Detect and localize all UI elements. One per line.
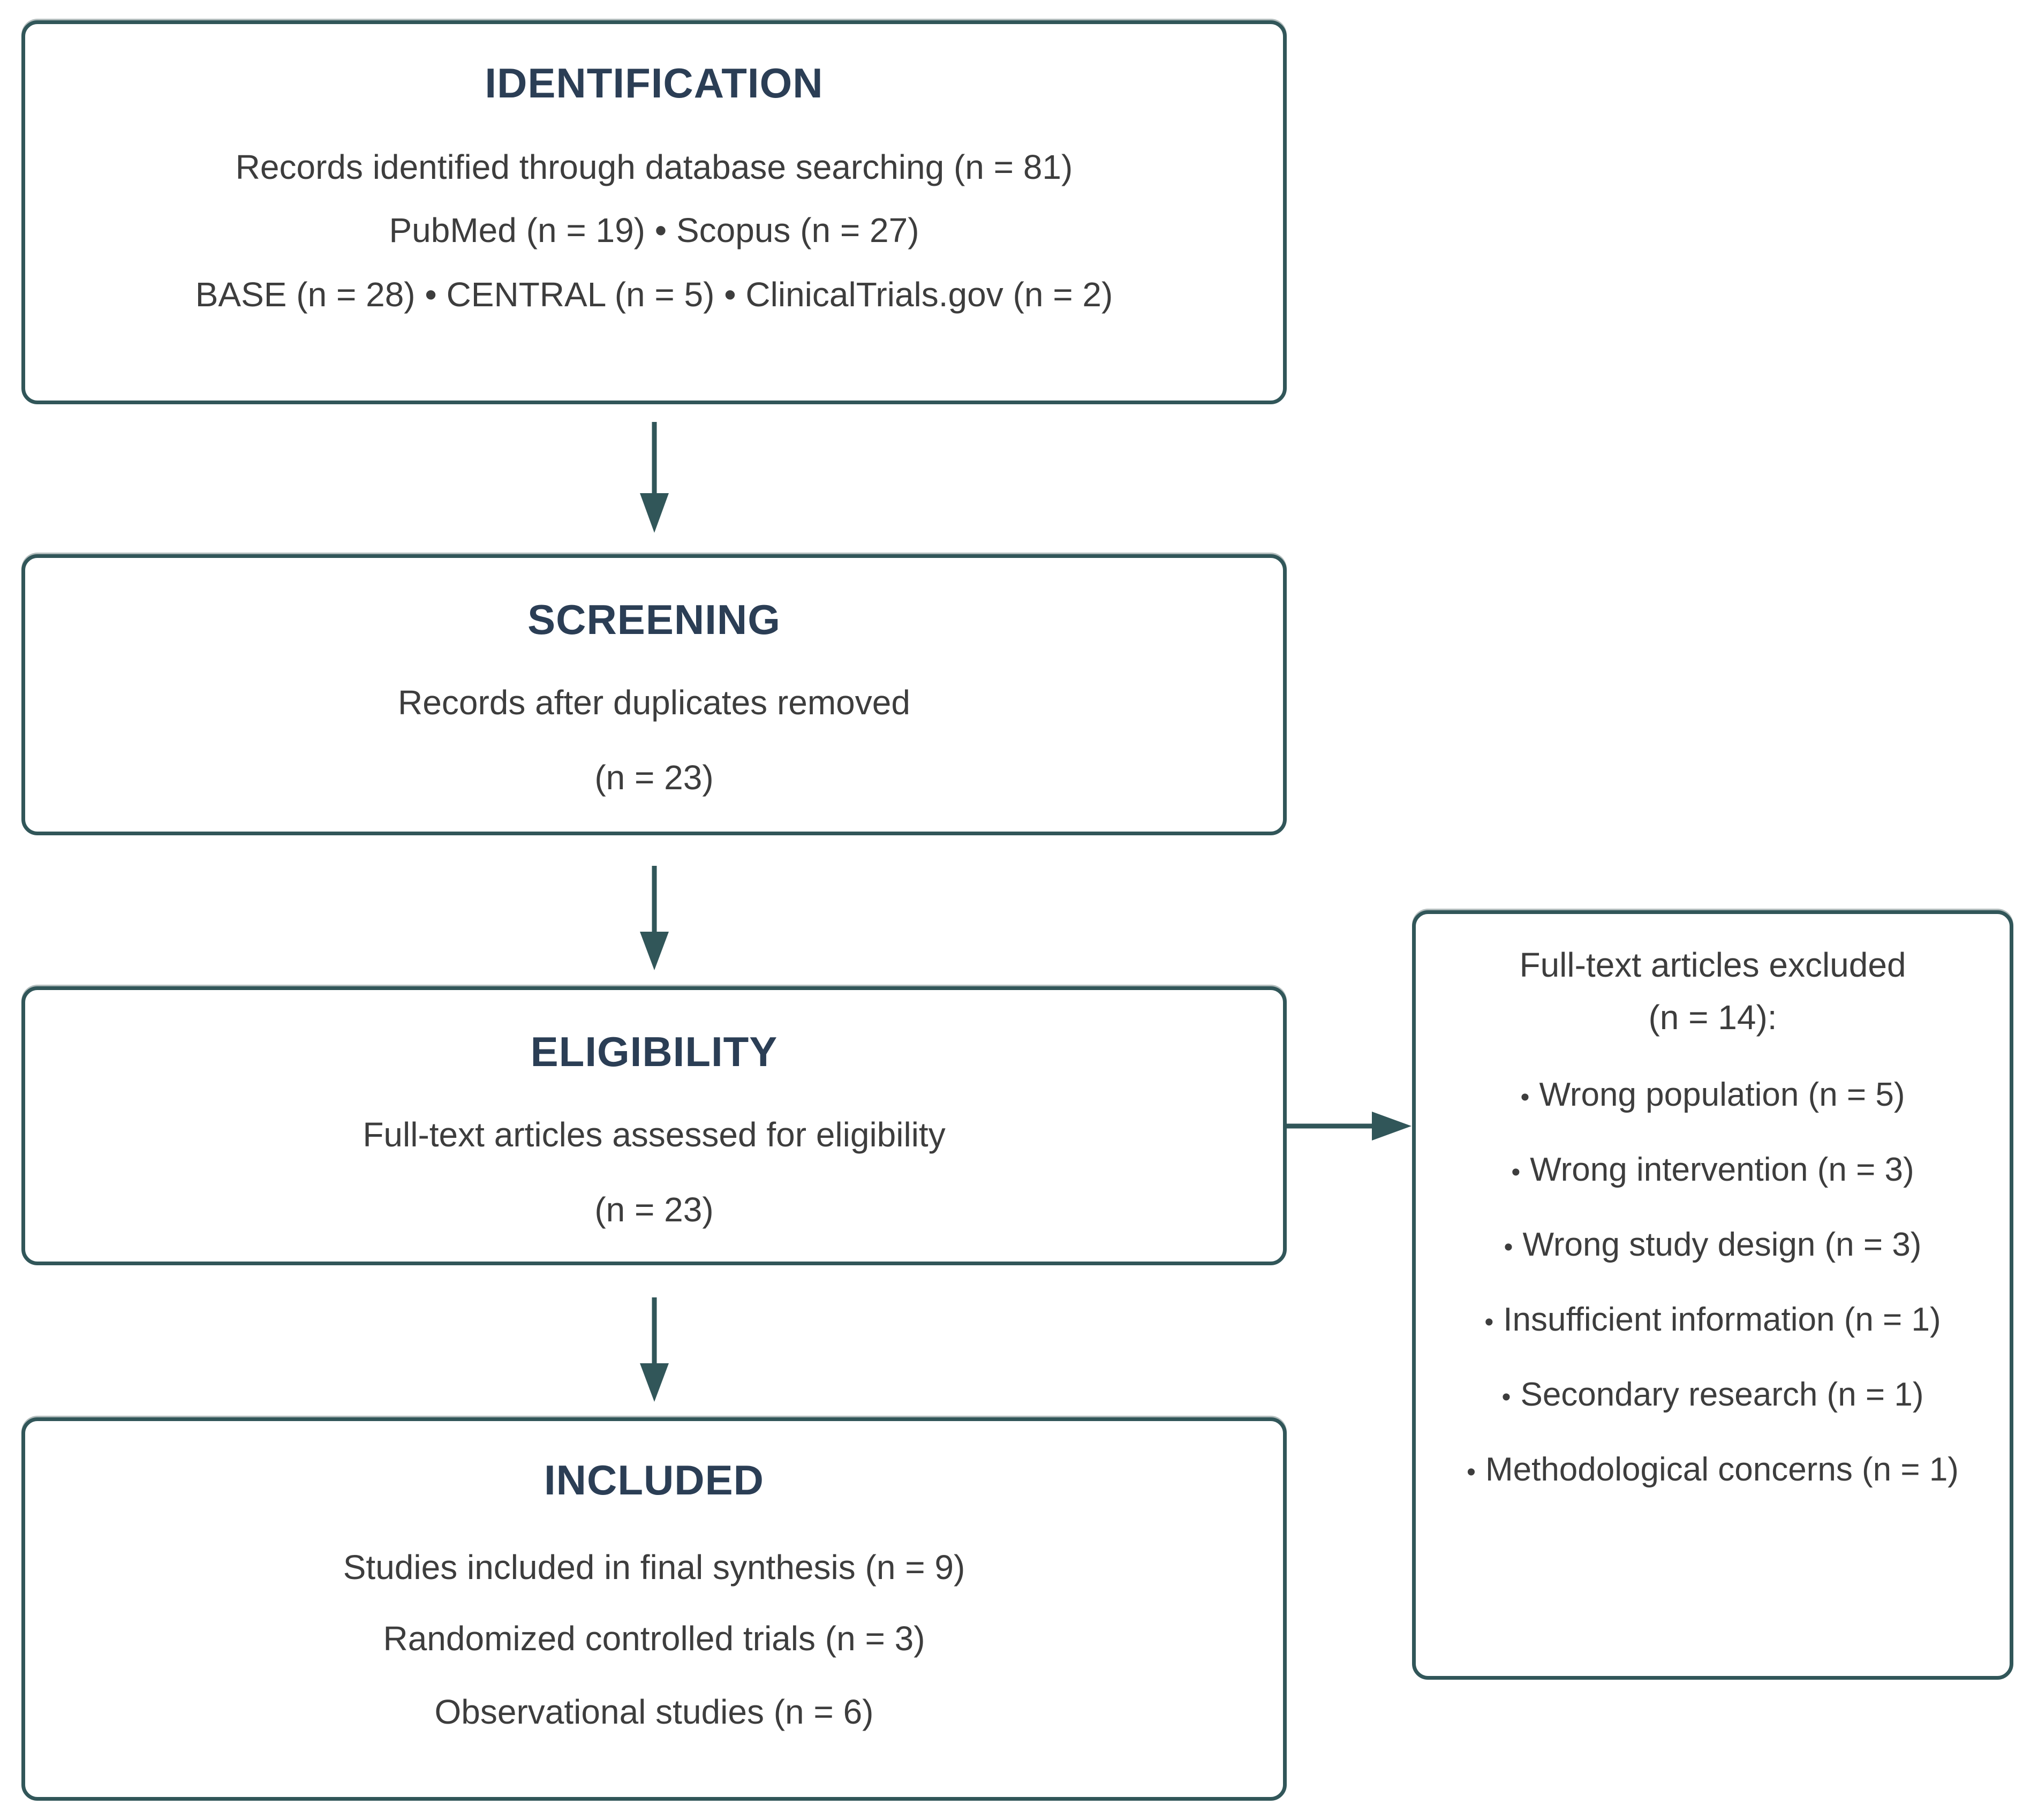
- stage-line: Randomized controlled trials (n = 3): [383, 1619, 925, 1658]
- stage-title-identification: IDENTIFICATION: [485, 59, 824, 107]
- stage-line: (n = 23): [594, 758, 714, 797]
- arrow-eligibility-to-included: [640, 1297, 669, 1402]
- exclusion-box: Full-text articles excluded (n = 14): Wr…: [1412, 910, 2013, 1680]
- arrow-identification-to-screening: [640, 422, 669, 533]
- stage-box-identification: IDENTIFICATION Records identified throug…: [21, 20, 1287, 404]
- exclusion-item: Wrong population (n = 5): [1416, 1076, 2010, 1116]
- stage-line: Records after duplicates removed: [398, 683, 910, 722]
- stage-line: Studies included in final synthesis (n =…: [343, 1548, 965, 1587]
- stage-line: Observational studies (n = 6): [434, 1693, 874, 1731]
- exclusion-item: Secondary research (n = 1): [1416, 1376, 2010, 1416]
- stage-line: PubMed (n = 19) • Scopus (n = 27): [389, 211, 919, 250]
- stage-title-screening: SCREENING: [527, 596, 781, 643]
- arrow-eligibility-to-excluded: [1287, 1112, 1411, 1141]
- stage-box-screening: SCREENING Records after duplicates remov…: [21, 554, 1287, 835]
- stage-line: (n = 23): [594, 1190, 714, 1229]
- stage-title-included: INCLUDED: [544, 1456, 764, 1504]
- stage-box-eligibility: ELIGIBILITY Full-text articles assessed …: [21, 986, 1287, 1265]
- arrow-screening-to-eligibility: [640, 866, 669, 970]
- exclusion-item: Wrong intervention (n = 3): [1416, 1151, 2010, 1191]
- stage-line: BASE (n = 28) • CENTRAL (n = 5) • Clinic…: [195, 275, 1113, 314]
- exclusion-item: Wrong study design (n = 3): [1416, 1226, 2010, 1266]
- stage-line: Records identified through database sear…: [235, 148, 1073, 186]
- exclusion-title-line1: Full-text articles excluded: [1519, 946, 1906, 984]
- exclusion-item: Insufficient information (n = 1): [1416, 1301, 2010, 1341]
- stage-box-included: INCLUDED Studies included in final synth…: [21, 1417, 1287, 1801]
- exclusion-title-line2: (n = 14):: [1648, 998, 1777, 1037]
- exclusion-item: Methodological concerns (n = 1): [1416, 1451, 2010, 1491]
- stage-title-eligibility: ELIGIBILITY: [530, 1028, 778, 1075]
- stage-line: Full-text articles assessed for eligibil…: [363, 1115, 946, 1154]
